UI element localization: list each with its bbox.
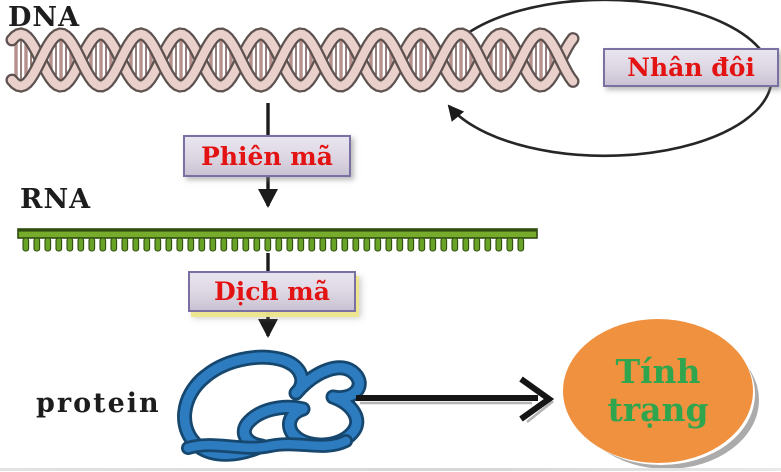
trait-arrow-icon <box>356 376 555 424</box>
translation-box-label: Dịch mã <box>214 277 330 306</box>
trait-label: Tính trạng <box>607 352 709 429</box>
protein-illustration <box>177 349 367 462</box>
replication-loop-arrow-icon <box>447 0 773 158</box>
trait-ellipse: Tính trạng <box>563 319 753 463</box>
dna-helix-illustration <box>5 27 580 93</box>
bottom-edge-line <box>0 468 781 471</box>
rna-label: RNA <box>20 184 92 215</box>
transcription-box: Phiên mã <box>183 135 351 177</box>
protein-label: protein <box>36 388 161 419</box>
rna-strand-illustration <box>17 228 538 252</box>
replication-box: Nhân đôi <box>603 48 779 87</box>
replication-box-label: Nhân đôi <box>627 53 755 82</box>
translation-box: Dịch mã <box>188 271 356 312</box>
transcription-box-label: Phiên mã <box>201 141 333 171</box>
dna-label: DNA <box>8 2 81 33</box>
